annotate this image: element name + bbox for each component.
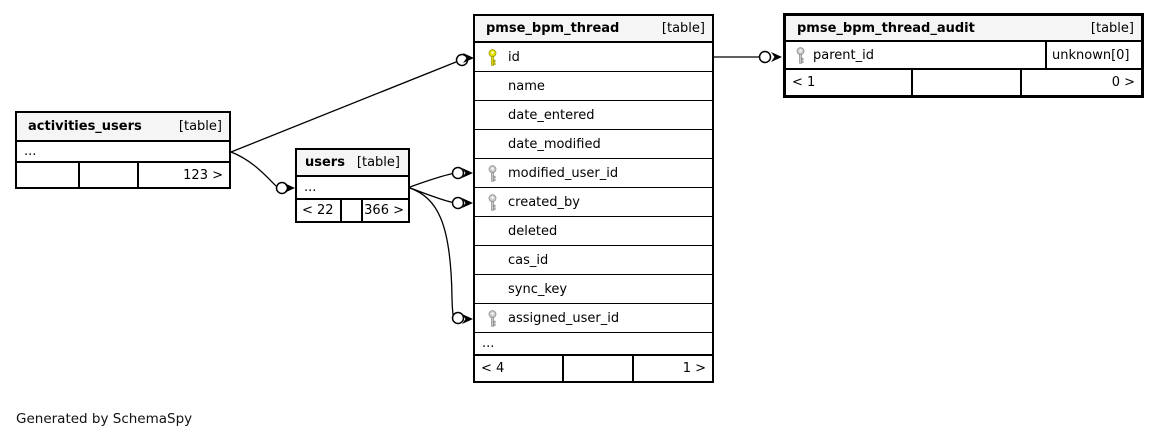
table-users[interactable]: users [table] ... < 22 366 > bbox=[295, 148, 410, 223]
table-header: pmse_bpm_thread [table] bbox=[475, 16, 712, 43]
table-name[interactable]: activities_users bbox=[28, 119, 142, 134]
relationship-users-to-created-by bbox=[409, 187, 473, 210]
column-name: name bbox=[508, 78, 545, 94]
foreign-key-icon bbox=[488, 193, 497, 211]
relationship-thread-id-to-audit-parent-id bbox=[714, 50, 782, 64]
table-footer: 123 > bbox=[17, 162, 229, 187]
column-name: cas_id bbox=[508, 252, 549, 268]
column-name: date_entered bbox=[508, 107, 595, 123]
column-name: id bbox=[508, 49, 520, 65]
relationship-users-to-modified-user-id bbox=[409, 166, 473, 188]
relationship-activities-to-users bbox=[230, 151, 295, 195]
table-activities-users[interactable]: activities_users [table] ... 123 > bbox=[15, 111, 231, 189]
column-name: deleted bbox=[508, 223, 558, 239]
column-row-name: name bbox=[475, 72, 712, 101]
footer-middle-cell bbox=[340, 200, 361, 221]
table-type-label: [table] bbox=[178, 119, 222, 134]
footer-children-count: 123 > bbox=[137, 163, 229, 187]
columns-ellipsis-row: ... bbox=[475, 333, 712, 355]
table-type-label: [table] bbox=[356, 155, 400, 170]
column-row-created-by: created_by bbox=[475, 188, 712, 217]
column-row-sync-key: sync_key bbox=[475, 275, 712, 304]
column-row-date-modified: date_modified bbox=[475, 130, 712, 159]
footer-middle-cell bbox=[78, 163, 137, 187]
column-name: parent_id bbox=[813, 47, 874, 63]
footer-parents-count: < 4 bbox=[481, 361, 505, 376]
table-header: pmse_bpm_thread_audit [table] bbox=[786, 16, 1141, 42]
column-row-modified-user-id: modified_user_id bbox=[475, 159, 712, 188]
foreign-key-icon bbox=[488, 164, 497, 182]
footer-parents-count: < 1 bbox=[792, 75, 816, 90]
column-name: sync_key bbox=[508, 281, 568, 297]
footer-middle-cell bbox=[911, 70, 1020, 95]
column-row-deleted: deleted bbox=[475, 217, 712, 246]
table-name[interactable]: pmse_bpm_thread bbox=[486, 21, 620, 36]
footer-children-count: 366 > bbox=[361, 200, 408, 221]
foreign-key-icon bbox=[488, 309, 497, 327]
relationship-activities-to-thread-id bbox=[230, 53, 474, 153]
column-type: unknown[0] bbox=[1045, 42, 1141, 68]
table-name[interactable]: pmse_bpm_thread_audit bbox=[797, 20, 975, 36]
columns-ellipsis-row: ... bbox=[297, 177, 408, 199]
column-row-cas-id: cas_id bbox=[475, 246, 712, 275]
column-row-parent-id: parent_id unknown[0] bbox=[786, 42, 1141, 69]
column-row-date-entered: date_entered bbox=[475, 101, 712, 130]
table-footer: < 22 366 > bbox=[297, 199, 408, 221]
table-type-label: [table] bbox=[661, 21, 705, 36]
column-row-id: id bbox=[475, 43, 712, 72]
columns-ellipsis-row: ... bbox=[17, 142, 229, 162]
table-header: activities_users [table] bbox=[17, 113, 229, 142]
column-name: date_modified bbox=[508, 136, 601, 152]
footer-children-count: 0 > bbox=[1020, 70, 1141, 95]
generated-by-note: Generated by SchemaSpy bbox=[16, 411, 193, 427]
table-footer: < 1 0 > bbox=[786, 69, 1141, 95]
table-pmse-bpm-thread-audit[interactable]: pmse_bpm_thread_audit [table] parent_id … bbox=[783, 13, 1144, 98]
column-name: assigned_user_id bbox=[508, 310, 620, 326]
foreign-key-icon bbox=[796, 46, 805, 64]
table-header: users [table] bbox=[297, 150, 408, 177]
footer-middle-cell bbox=[562, 356, 632, 381]
footer-children-count: 1 > bbox=[632, 356, 712, 381]
column-row-assigned-user-id: assigned_user_id bbox=[475, 304, 712, 333]
footer-parents-count bbox=[17, 163, 78, 187]
column-name: modified_user_id bbox=[508, 165, 619, 181]
table-footer: < 4 1 > bbox=[475, 355, 712, 381]
table-pmse-bpm-thread[interactable]: pmse_bpm_thread [table] id name date_ent… bbox=[473, 14, 714, 383]
relationship-users-to-assigned-user-id bbox=[409, 187, 473, 325]
primary-key-icon bbox=[488, 48, 497, 66]
table-type-label: [table] bbox=[1090, 20, 1134, 36]
table-name[interactable]: users bbox=[305, 155, 345, 170]
column-name: created_by bbox=[508, 194, 580, 210]
footer-parents-count: < 22 bbox=[302, 203, 334, 218]
